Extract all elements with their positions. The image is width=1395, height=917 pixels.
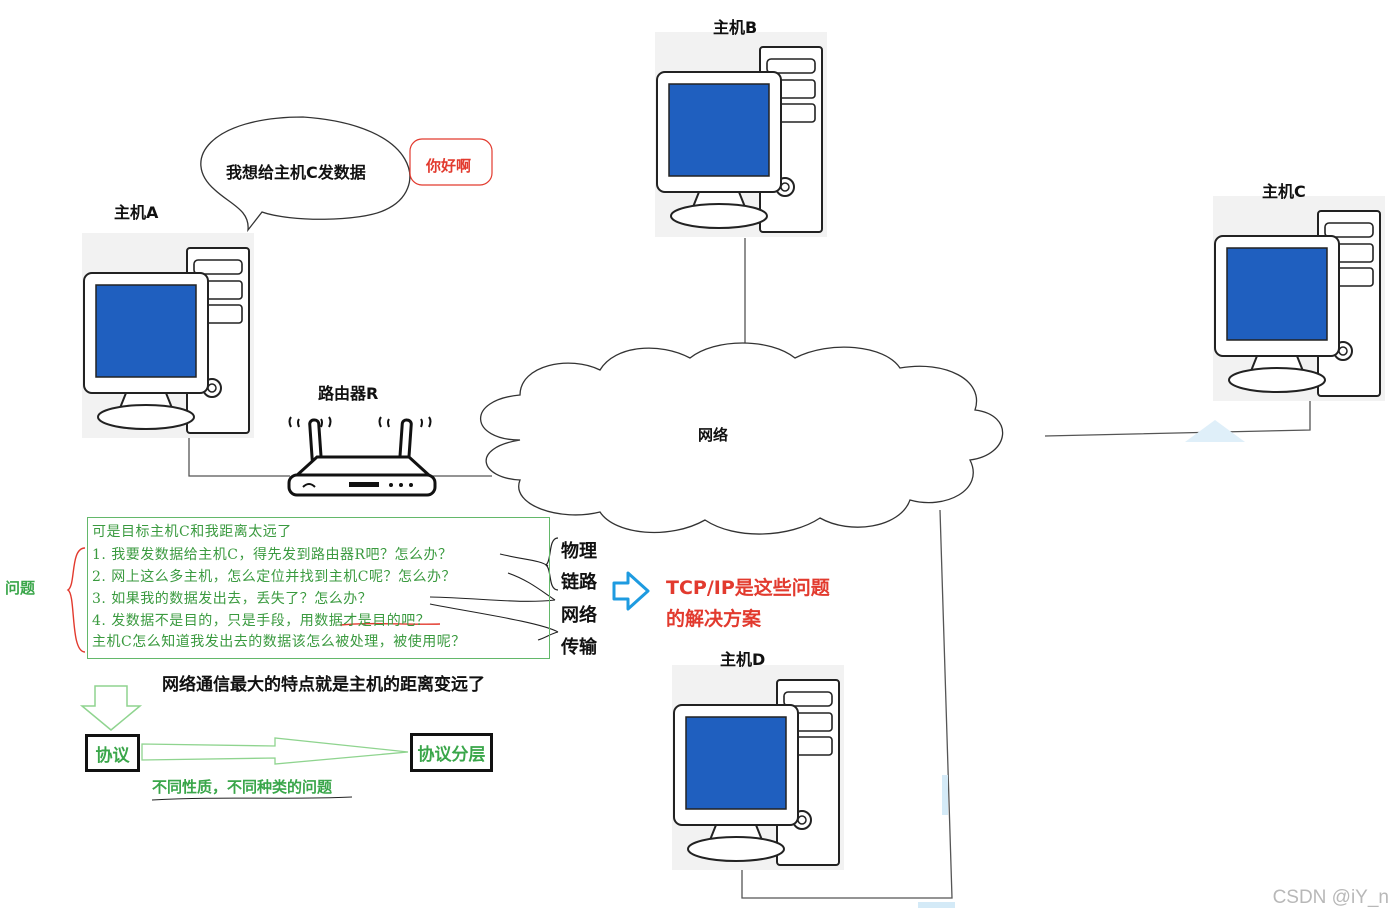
host-d-computer xyxy=(672,665,844,874)
bubble-a-text: 我想给主机C发数据 xyxy=(226,163,366,182)
connector-network xyxy=(429,596,556,602)
question-item: 4. 发数据不是目的，只是手段，用数据才是目的吧？ xyxy=(92,613,431,629)
protocol-arrow xyxy=(141,737,409,765)
reply-bubble xyxy=(409,138,493,186)
reply-text: 你好啊 xyxy=(426,157,472,175)
solution-line-2: 的解决方案 xyxy=(666,608,762,630)
host-d-label: 主机D xyxy=(720,650,766,669)
key-point: 网络通信最大的特点就是主机的距离变远了 xyxy=(162,675,485,695)
question-item: 3. 如果我的数据发出去，丢失了？怎么办？ xyxy=(92,591,373,607)
connector-transport-2 xyxy=(537,631,559,641)
host-b-label: 主机B xyxy=(713,18,758,37)
question-item: 主机C怎么知道我发出去的数据该怎么被处理，被使用呢？ xyxy=(92,634,466,650)
link-a-router xyxy=(188,437,290,477)
faint-shape xyxy=(1185,420,1245,442)
watermark: CSDN @iY_n xyxy=(1272,887,1389,908)
protocol-note: 不同性质，不同种类的问题 xyxy=(152,778,333,796)
link-network-d xyxy=(741,509,953,899)
link-network-c xyxy=(1044,400,1311,437)
questions-side-label: 问题 xyxy=(5,579,36,597)
question-item: 2. 网上这么多主机，怎么定位并找到主机C呢？怎么办？ xyxy=(92,569,457,585)
host-c-computer xyxy=(1213,196,1385,405)
speech-bubble-a xyxy=(200,116,411,233)
question-item: 1. 我要发数据给主机C，得先发到路由器R吧？怎么办？ xyxy=(92,547,453,563)
layer-link: 链路 xyxy=(561,572,597,593)
router-label: 路由器R xyxy=(318,384,379,403)
questions-header: 可是目标主机C和我距离太远了 xyxy=(92,524,292,540)
layer-network: 网络 xyxy=(561,605,597,626)
host-b-computer xyxy=(655,32,827,241)
connector-physical xyxy=(499,553,549,567)
host-a-label: 主机A xyxy=(114,203,159,222)
highlight-underline xyxy=(339,622,441,626)
questions-box: 可是目标主机C和我距离太远了 1. 我要发数据给主机C，得先发到路由器R吧？怎么… xyxy=(87,517,550,659)
note-underline xyxy=(151,796,353,801)
host-a-computer xyxy=(82,233,254,442)
network-cloud xyxy=(480,342,1004,535)
network-label: 网络 xyxy=(698,426,729,444)
protocol-box: 协议 xyxy=(85,734,140,772)
solution-line-1: TCP/IP是这些问题 xyxy=(666,577,830,599)
questions-brace xyxy=(66,547,86,653)
layer-physical: 物理 xyxy=(561,541,597,562)
protocol-layering-label: 协议分层 xyxy=(417,745,486,765)
host-c-label: 主机C xyxy=(1262,182,1306,201)
layer-transport: 传输 xyxy=(561,637,597,658)
protocol-layering-box: 协议分层 xyxy=(410,733,493,772)
solution-arrow xyxy=(612,571,650,611)
router-icon xyxy=(283,415,441,504)
down-arrow xyxy=(79,685,143,731)
connector-link xyxy=(507,572,556,601)
protocol-label: 协议 xyxy=(95,745,130,766)
